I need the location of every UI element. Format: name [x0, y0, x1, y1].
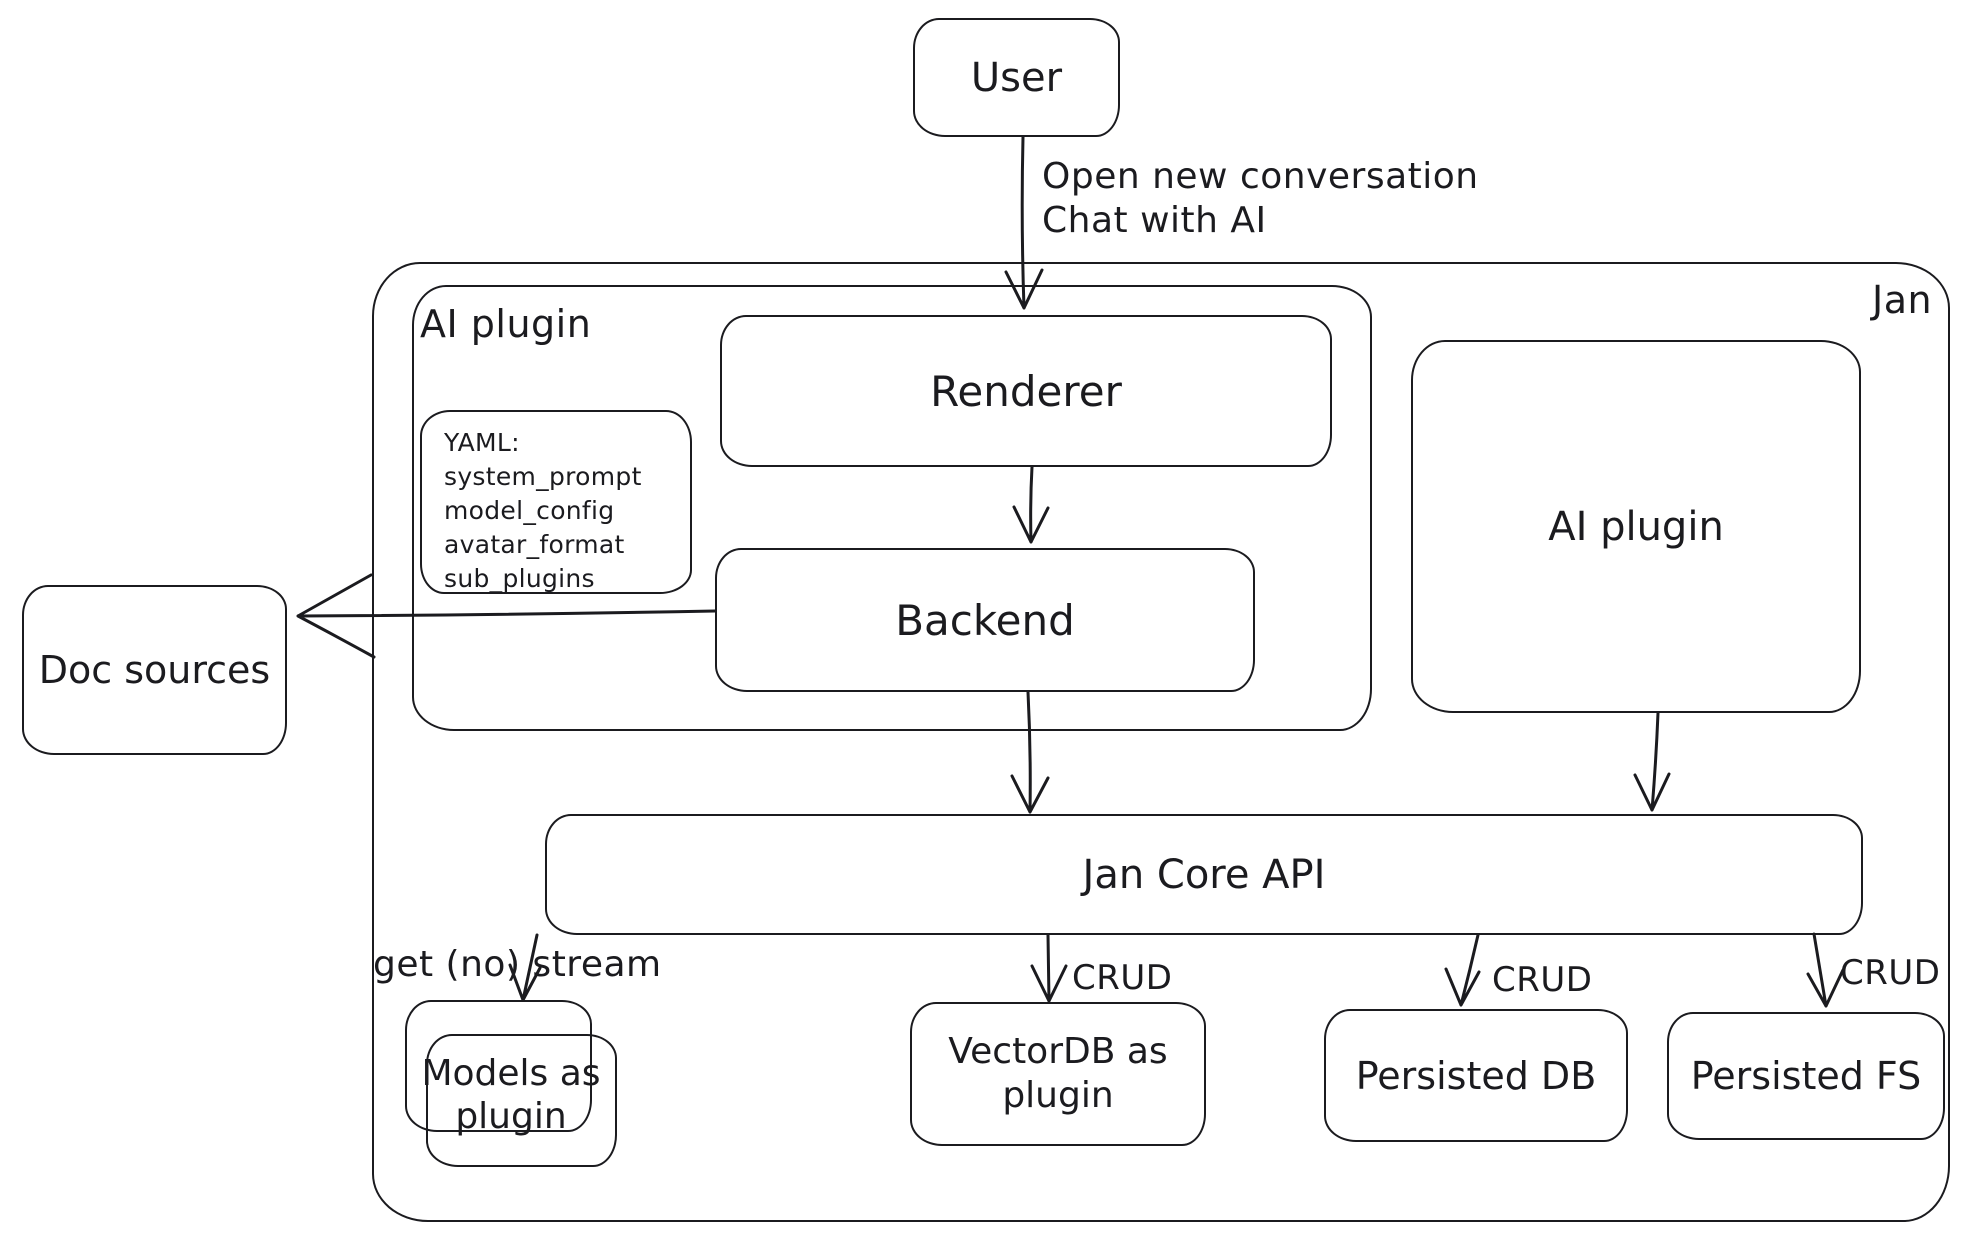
crud-persisted-fs-label: CRUD	[1840, 953, 1941, 993]
yaml-note-line: YAML:	[444, 428, 520, 457]
models-plugin-node-outer	[405, 1000, 592, 1132]
renderer-node: Renderer	[720, 315, 1332, 467]
persisted-fs-node: Persisted FS	[1667, 1012, 1945, 1140]
jan-container-label: Jan	[1872, 278, 1933, 322]
yaml-note: YAML: system_prompt model_config avatar_…	[420, 410, 692, 594]
vectordb-plugin-node: VectorDB as plugin	[910, 1002, 1206, 1146]
models-plugin-node-inner	[426, 1034, 617, 1167]
yaml-note-line: avatar_format	[444, 530, 625, 559]
vectordb-plugin-label-line1: VectorDB as	[948, 1031, 1168, 1072]
renderer-node-label: Renderer	[930, 366, 1122, 416]
persisted-db-node: Persisted DB	[1324, 1009, 1628, 1142]
jan-container	[372, 262, 1950, 1222]
yaml-note-line: sub_plugins	[444, 564, 595, 593]
models-plugin-label: Models as plugin	[405, 1052, 617, 1138]
jan-core-api-node: Jan Core API	[545, 814, 1863, 935]
doc-sources-label: Doc sources	[38, 648, 271, 692]
ai-plugin-right-label: AI plugin	[1548, 503, 1724, 550]
user-node: User	[913, 18, 1120, 137]
ai-plugin-right-node: AI plugin	[1411, 340, 1861, 713]
user-node-label: User	[970, 54, 1063, 101]
crud-vectordb-label: CRUD	[1072, 958, 1173, 998]
jan-core-api-label: Jan Core API	[1082, 851, 1326, 898]
ai-plugin-left-container	[412, 285, 1372, 731]
vectordb-plugin-label-line2: plugin	[1002, 1075, 1114, 1116]
user-flow-label-line1: Open new conversation	[1042, 156, 1479, 197]
backend-node: Backend	[715, 548, 1255, 692]
models-plugin-label-line1: Models as	[421, 1053, 601, 1094]
yaml-note-line: system_prompt	[444, 462, 642, 491]
persisted-fs-label: Persisted FS	[1690, 1054, 1922, 1098]
models-plugin-label-line2: plugin	[455, 1096, 567, 1137]
persisted-db-label: Persisted DB	[1355, 1053, 1597, 1098]
get-no-stream-label: get (no) stream	[373, 944, 662, 985]
user-flow-label-line2: Chat with AI	[1042, 200, 1267, 241]
backend-node-label: Backend	[895, 595, 1075, 645]
crud-persisted-db-label: CRUD	[1492, 960, 1593, 1000]
ai-plugin-left-label: AI plugin	[420, 302, 592, 346]
yaml-note-line: model_config	[444, 496, 615, 525]
doc-sources-node: Doc sources	[22, 585, 287, 755]
